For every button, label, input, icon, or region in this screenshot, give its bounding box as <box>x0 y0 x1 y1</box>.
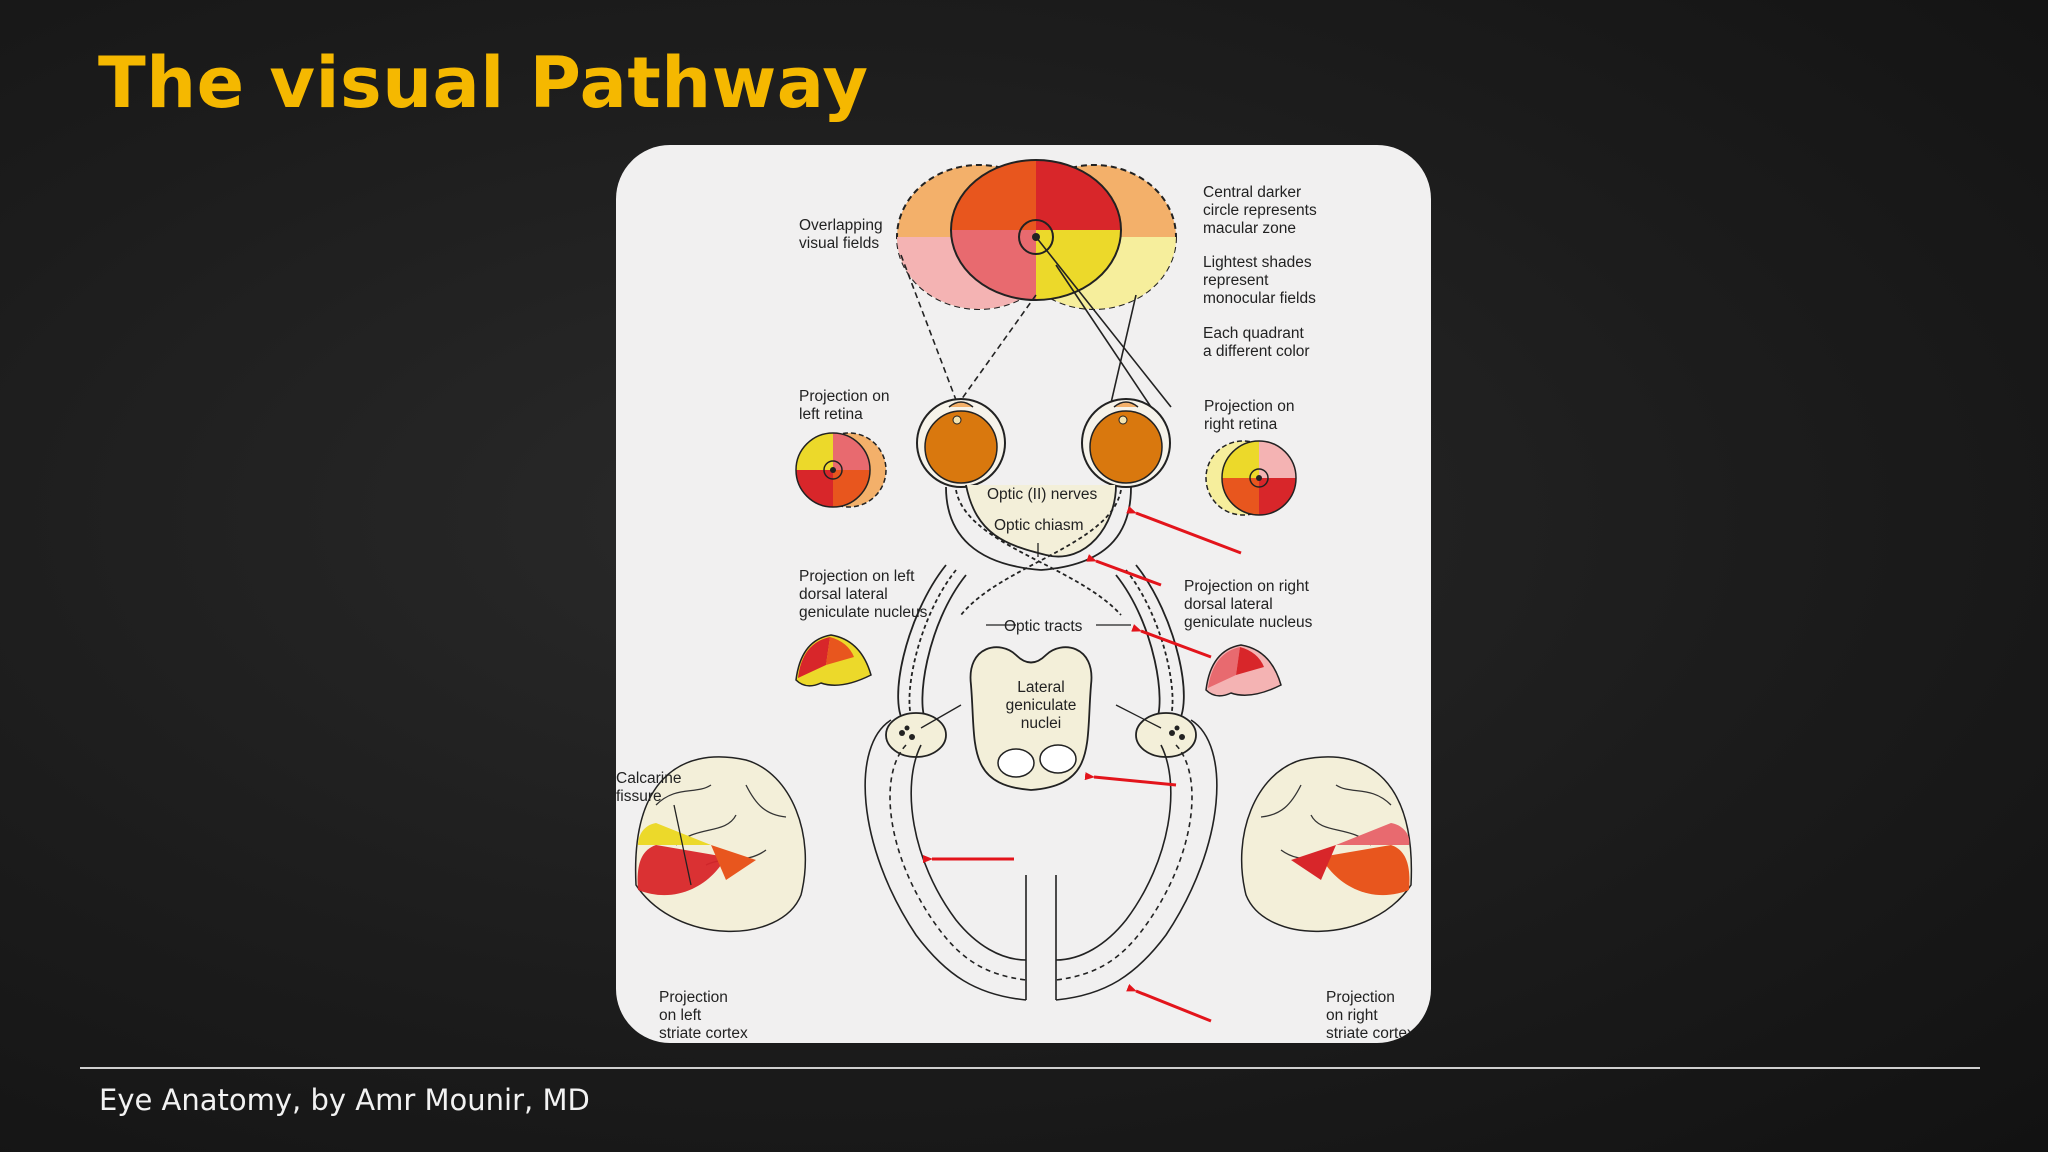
leader-lines <box>673 543 1162 886</box>
projection-lines <box>900 236 1172 408</box>
left-eye <box>916 398 1006 488</box>
arrow-lgn <box>1084 772 1177 787</box>
red-arrows <box>923 506 1242 1023</box>
optic-pathway <box>897 484 1185 726</box>
arrow-optic-chiasm <box>1086 554 1162 587</box>
slide-footer: Eye Anatomy, by Amr Mounir, MD <box>99 1083 590 1117</box>
label-optic-nerves: Optic (II) nerves <box>987 486 1097 503</box>
right-lgn-projection <box>1205 644 1282 697</box>
right-eye <box>1081 398 1171 488</box>
arrow-optic-nerve <box>1126 506 1242 555</box>
left-retina-projection <box>795 432 887 508</box>
right-occipital-cortex <box>1240 756 1413 932</box>
optic-radiations <box>864 719 1218 1001</box>
left-lgn-projection <box>795 634 872 687</box>
left-occipital-cortex <box>634 756 807 932</box>
right-retina-projection <box>1205 440 1297 516</box>
slide-title: The visual Pathway <box>98 42 869 124</box>
label-optic-tracts: Optic tracts <box>1004 618 1083 635</box>
label-optic-chiasm: Optic chiasm <box>994 517 1084 534</box>
midbrain-section <box>969 646 1093 791</box>
footer-divider <box>80 1067 1980 1069</box>
arrow-radiation-right <box>1126 983 1212 1023</box>
arrow-optic-tract <box>1131 624 1212 659</box>
lateral-geniculate-bodies <box>885 712 1197 758</box>
overlapping-visual-fields <box>896 159 1177 310</box>
